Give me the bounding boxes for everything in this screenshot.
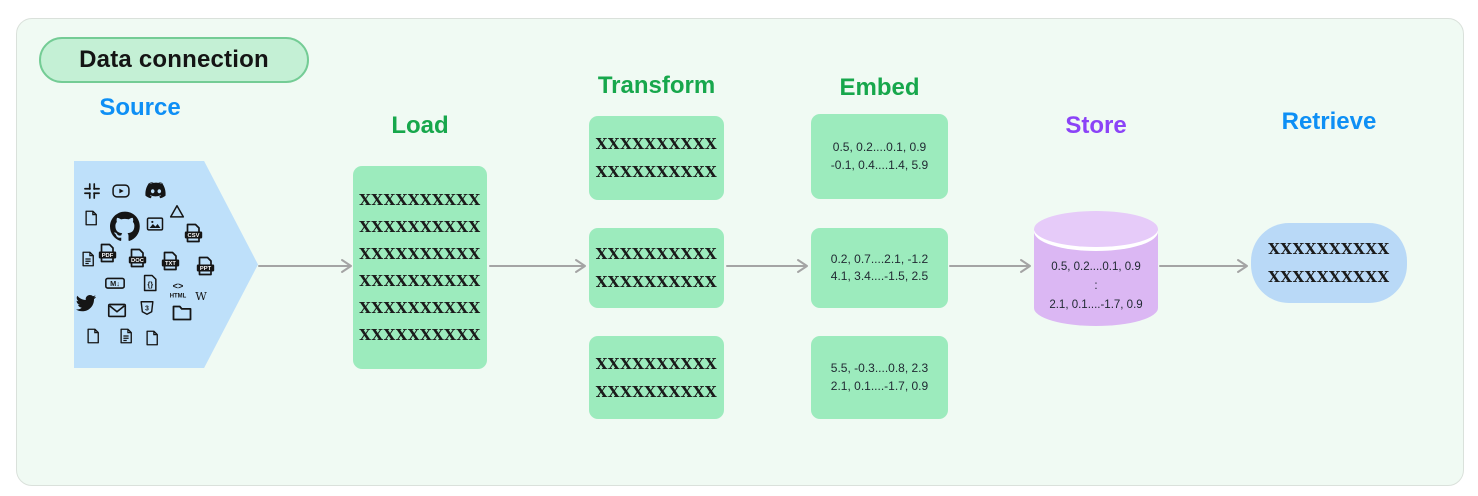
csv-file-icon <box>183 223 204 243</box>
transform-line: XXXXXXXXXX <box>595 273 718 291</box>
cylinder-top <box>1034 211 1158 247</box>
embed-box-3: 5.5, -0.3....0.8, 2.3 2.1, 0.1....-1.7, 0… <box>811 336 948 419</box>
slack-icon <box>84 183 100 199</box>
google-drive-icon <box>169 205 185 218</box>
txt-file-icon <box>160 251 181 271</box>
load-line: XXXXXXXXXX <box>359 271 481 290</box>
load-line: XXXXXXXXXX <box>359 244 481 263</box>
stored-vector: 2.1, 0.1....-1.7, 0.9 <box>1049 299 1143 311</box>
transform-line: XXXXXXXXXX <box>595 354 718 373</box>
transform-box-3: XXXXXXXXXX XXXXXXXXXX <box>589 336 724 419</box>
load-box: XXXXXXXXXX XXXXXXXXXX XXXXXXXXXX XXXXXXXXXX… <box>353 166 487 369</box>
code-file-icon <box>143 274 157 292</box>
arrow-load-to-transform <box>489 259 586 273</box>
embedding-values: 0.2, 0.7....2.1, -1.2 <box>830 251 929 266</box>
retrieve-box: XXXXXXXXXX XXXXXXXXXX <box>1251 223 1407 303</box>
load-line: XXXXXXXXXX <box>359 217 481 236</box>
stage-title-store: Store <box>1065 112 1127 139</box>
transform-line: XXXXXXXXXX <box>595 382 718 401</box>
html-icon <box>169 281 187 300</box>
doc-file-icon <box>127 248 148 268</box>
store-values: 0.5, 0.2....0.1, 0.9: 2.1, 0.1....-1.7, 0… <box>1034 247 1158 326</box>
ppt-file-icon <box>195 256 216 276</box>
stage-title-load: Load <box>391 112 449 139</box>
transform-line: XXXXXXXXXX <box>595 163 718 181</box>
file-icon <box>146 330 158 346</box>
embedding-values: 5.5, -0.3....0.8, 2.3 <box>830 361 929 375</box>
youtube-icon <box>112 184 130 198</box>
arrow-store-to-retrieve <box>1159 259 1248 273</box>
markdown-icon <box>105 277 125 289</box>
twitter-icon <box>76 295 96 312</box>
badge-label: Data connection <box>79 46 269 73</box>
retrieve-line: XXXXXXXXXX <box>1268 240 1390 258</box>
stage-title-source: Source <box>99 94 181 121</box>
arrow-transform-to-embed <box>726 259 808 273</box>
embedding-values: 4.1, 3.4....-1.5, 2.5 <box>830 269 929 283</box>
transform-line: XXXXXXXXXX <box>595 245 718 263</box>
discord-icon <box>145 182 166 199</box>
load-line: XXXXXXXXXX <box>359 298 481 317</box>
embedding-values: 2.1, 0.1....-1.7, 0.9 <box>830 378 929 393</box>
folder-icon <box>172 305 192 321</box>
data-connection-panel: Data connection Source Load Transform Em… <box>16 18 1464 486</box>
text-file-icon <box>120 328 132 344</box>
data-connection-badge: Data connection <box>39 37 309 83</box>
arrow-source-to-load <box>258 259 352 273</box>
stored-vector: : <box>1094 280 1098 292</box>
stored-vector: 0.5, 0.2....0.1, 0.9 <box>1051 261 1141 273</box>
store-database-cylinder: 0.5, 0.2....0.1, 0.9: 2.1, 0.1....-1.7, 0… <box>1034 211 1158 326</box>
wikipedia-icon <box>195 290 208 304</box>
file-icon <box>85 210 97 226</box>
retrieve-line: XXXXXXXXXX <box>1268 268 1390 286</box>
image-icon <box>146 217 164 231</box>
arrow-embed-to-store <box>949 259 1031 273</box>
email-icon <box>107 303 127 318</box>
stage-title-transform: Transform <box>597 72 716 99</box>
file-icon <box>87 328 99 344</box>
source-shape <box>74 161 258 368</box>
pdf-file-icon <box>97 243 118 263</box>
embedding-values: 0.5, 0.2....0.1, 0.9 <box>832 140 927 154</box>
transform-line: XXXXXXXXXX <box>595 135 718 153</box>
load-line: XXXXXXXXXX <box>359 190 481 209</box>
embedding-values: -0.1, 0.4....1.4, 5.9 <box>830 157 929 172</box>
github-icon <box>110 211 140 241</box>
stage-title-embed: Embed <box>839 74 920 101</box>
transform-box-1: XXXXXXXXXX XXXXXXXXXX <box>589 116 724 200</box>
embed-box-2: 0.2, 0.7....2.1, -1.2 4.1, 3.4....-1.5, 2… <box>811 228 948 308</box>
embed-box-1: 0.5, 0.2....0.1, 0.9 -0.1, 0.4....1.4, 5.… <box>811 114 948 199</box>
load-line: XXXXXXXXXX <box>359 325 481 344</box>
transform-box-2: XXXXXXXXXX XXXXXXXXXX <box>589 228 724 308</box>
stage-title-retrieve: Retrieve <box>1281 108 1377 135</box>
css3-icon <box>140 301 154 315</box>
